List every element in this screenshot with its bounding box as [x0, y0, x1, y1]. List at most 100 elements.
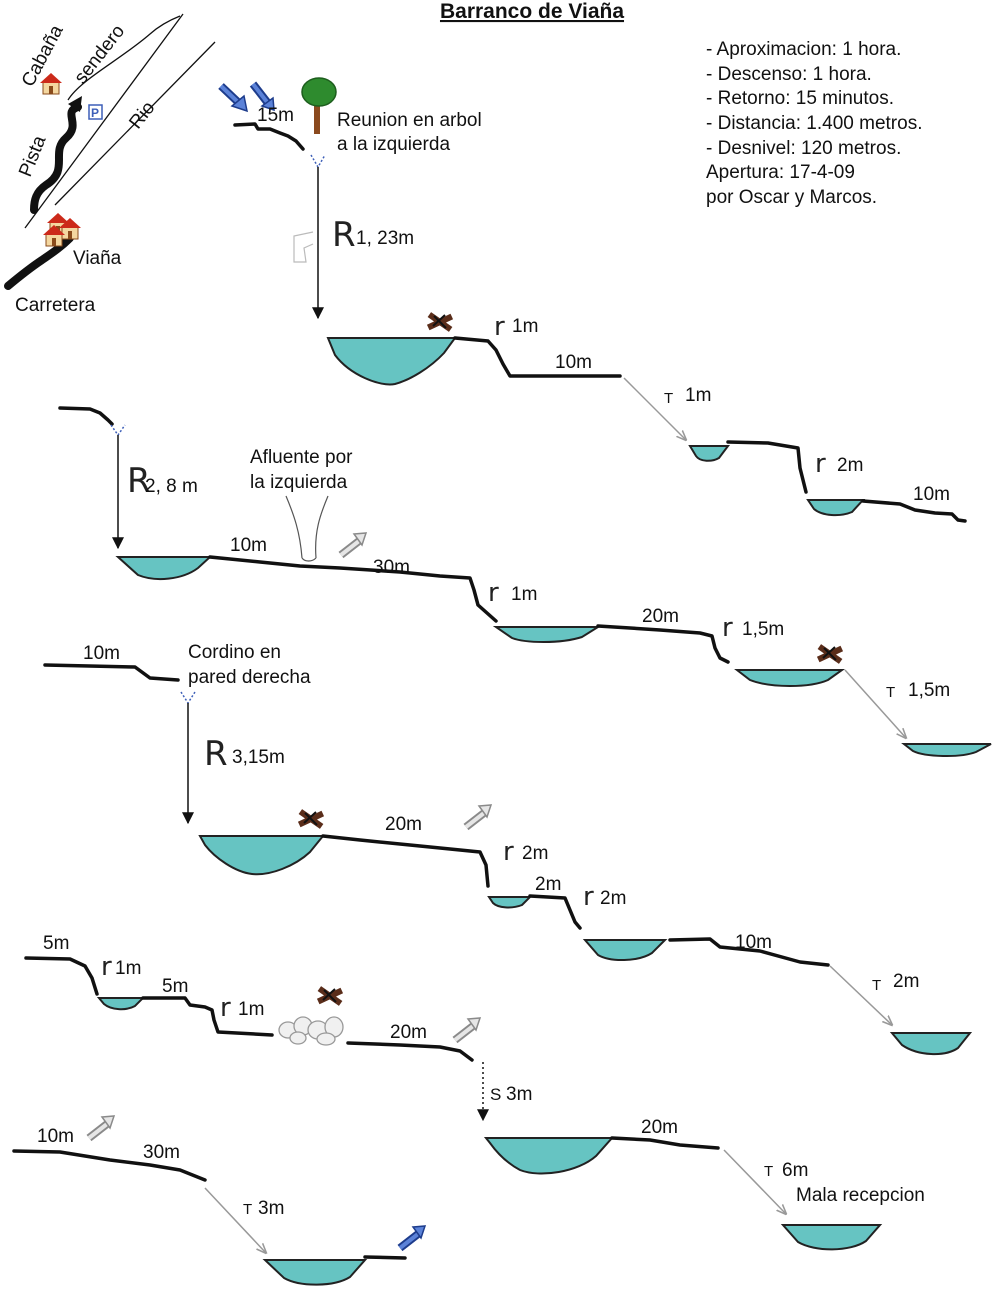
access-map: P Cabaña sendero Rio Pista Viaña Carrete…: [4, 13, 216, 316]
rappel-s-value: 3m: [506, 1084, 532, 1105]
pool-13: [483, 1137, 615, 1175]
dist-20m-a: 20m: [642, 606, 679, 627]
dist-10m-e: 10m: [735, 932, 772, 953]
dist-10m-d: 10m: [83, 643, 120, 664]
slide-2m-line: [829, 965, 892, 1025]
dist-10m-a: 10m: [555, 352, 592, 373]
anchor-icon: [425, 311, 455, 333]
anchor-icon: [315, 985, 345, 1007]
anchor-belay-icon: [180, 691, 196, 705]
slide-2m-letter: T: [872, 977, 881, 994]
slide-6m-line: [723, 1149, 786, 1214]
route-info: - Aproximacion: 1 hora. - Descenso: 1 ho…: [706, 39, 922, 208]
slide-1m-line: [623, 377, 686, 440]
jump-1m-b-letter: r: [488, 578, 499, 608]
jump-2m-a-value: 2m: [837, 455, 863, 476]
dist-10m-c: 10m: [230, 535, 267, 556]
rappel-2-value: 2, 8 m: [145, 476, 198, 497]
rappel-1-value: 1, 23m: [356, 228, 414, 249]
map-viana: Viaña: [73, 248, 122, 269]
ground-5: [596, 624, 730, 664]
river-bank-left: [24, 13, 184, 229]
tree-note-1: Reunion en arbol: [337, 110, 482, 131]
jump-15m-value: 1,5m: [742, 619, 784, 640]
dist-2m: 2m: [535, 874, 561, 895]
row5-ground: [12, 1149, 207, 1182]
pool-6: [734, 669, 846, 687]
pool-2: [688, 445, 730, 462]
tree-note-2: a la izquierda: [337, 134, 450, 155]
dist-20m-d: 20m: [641, 1117, 678, 1138]
pool-10: [582, 939, 668, 961]
slide-2m-value: 2m: [893, 971, 919, 992]
ground-10: [346, 1041, 474, 1062]
ground-1: [453, 336, 622, 378]
jump-2m-b-letter: r: [503, 837, 514, 867]
exit-ground: [363, 1255, 407, 1260]
pool-9: [487, 896, 533, 909]
jump-15m-letter: r: [722, 613, 733, 643]
ground-11: [610, 1136, 720, 1150]
anchor-icon: [815, 643, 845, 665]
track-road: [30, 103, 82, 214]
slide-6m-letter: T: [764, 1163, 773, 1180]
slide-3m-letter: T: [243, 1201, 252, 1218]
rappel-s-letter: S: [490, 1085, 501, 1104]
jump-1m-a-letter: r: [494, 312, 505, 342]
trail-line: [67, 15, 181, 101]
info-desnivel: - Desnivel: 120 metros.: [706, 138, 901, 159]
rappel-2-letter: R: [127, 461, 151, 501]
section-1: 15m Reunion en arbol a la izquierda R 1,…: [218, 77, 967, 523]
pool-5: [492, 626, 602, 643]
pool-12: [96, 997, 146, 1011]
ground-7: [528, 894, 582, 930]
tree-icon: [301, 77, 337, 134]
boulders-icon: [278, 1016, 344, 1046]
info-aproximacion: - Aproximacion: 1 hora.: [706, 39, 901, 60]
map-carretera: Carretera: [15, 295, 96, 316]
ground-8: [668, 937, 830, 967]
slide-1m-letter: T: [664, 390, 673, 407]
start-ground: [233, 122, 305, 151]
slide-15m-line: [844, 669, 906, 738]
jump-1m-c-value: 1m: [115, 958, 141, 979]
jump-1m-a-value: 1m: [512, 316, 538, 337]
jump-1m-d-letter: r: [220, 993, 231, 1023]
section-4: 5m r 1m 5m r 1m 20m S 3m 20m T 6m Mala r…: [24, 933, 925, 1251]
tributary-outline: [285, 495, 329, 562]
jump-1m-b-value: 1m: [511, 584, 537, 605]
info-apertura: Apertura: 17-4-09: [706, 162, 855, 183]
ground-4: [208, 555, 498, 623]
anchor-icon: [296, 808, 326, 830]
track-arrow-icon: [68, 96, 82, 112]
mala-recepcion: Mala recepcion: [796, 1185, 925, 1206]
pool-3: [806, 499, 866, 517]
pool-1: [326, 337, 457, 386]
ground-3: [861, 499, 967, 523]
map-pista: Pista: [15, 132, 50, 179]
info-autores: por Oscar y Marcos.: [706, 187, 877, 208]
section-2: R 2, 8 m 10m Afluente por la izquierda 3…: [58, 406, 992, 758]
slide-15m-value: 1,5m: [908, 680, 950, 701]
anchor-belay-icon: [310, 154, 326, 169]
section-3: 10m Cordino en pared derecha R 3,15m 20m…: [43, 642, 973, 1055]
dist-5m-a: 5m: [43, 933, 69, 954]
row4-start-ground: [24, 956, 99, 996]
ground-9: [141, 996, 274, 1037]
dist-10m-b: 10m: [913, 484, 950, 505]
pool-14: [780, 1224, 883, 1251]
section-5: 10m 30m T 3m: [12, 1115, 427, 1286]
dist-30m-a: 30m: [373, 557, 410, 578]
row2-start-ground: [58, 406, 114, 426]
pool-8: [198, 835, 326, 876]
anchor-belay-icon: [110, 424, 126, 437]
wall-outline: [293, 231, 314, 263]
pool-4: [115, 556, 213, 580]
slide-1m-value: 1m: [685, 385, 711, 406]
entry-arrow-icon: [230, 94, 248, 113]
dist-20m-c: 20m: [390, 1022, 427, 1043]
map-cabana: Cabaña: [18, 21, 68, 90]
jump-2m-b-value: 2m: [522, 843, 548, 864]
dist-5m-b: 5m: [162, 976, 188, 997]
